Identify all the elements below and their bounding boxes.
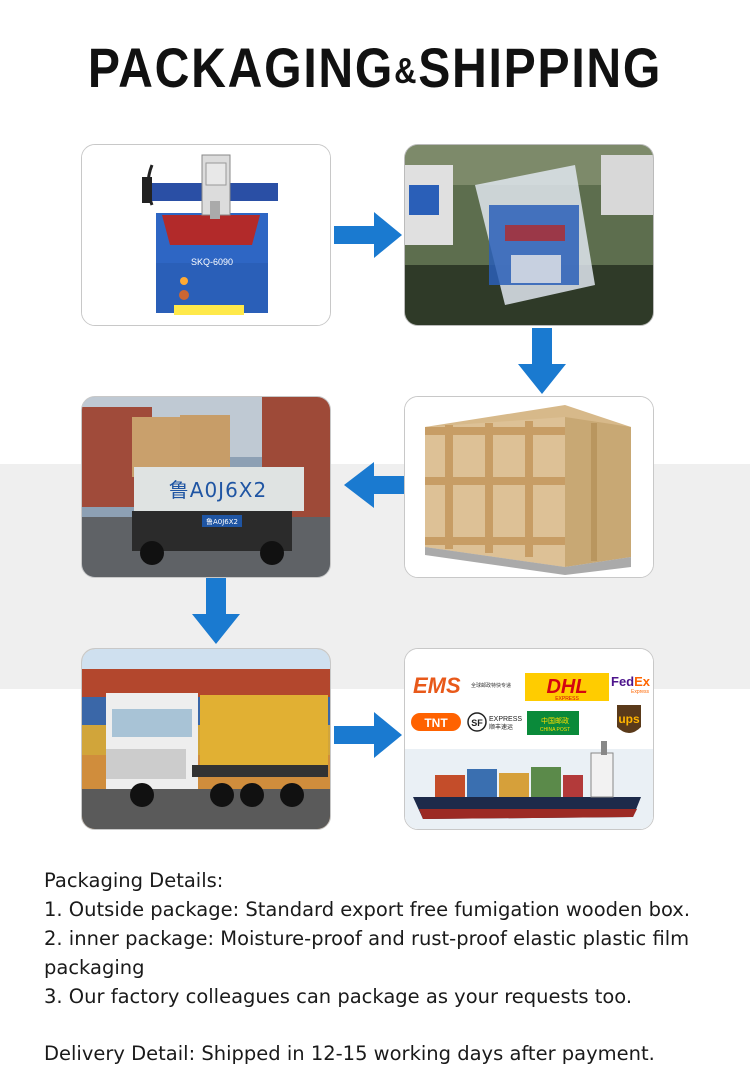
logo-ems: EMS (413, 673, 461, 698)
logo-ems-cn: 全球邮政特快专递 (471, 682, 511, 689)
delivery-text: : Shipped in 12-15 working days after pa… (188, 1042, 655, 1065)
logo-fedex-fed: Fed (611, 674, 634, 689)
photo-cnc-machine: SKQ-6090 (81, 144, 331, 326)
logo-dhl-sub: EXPRESS (555, 696, 579, 702)
photo-wrapped-machine (404, 144, 654, 326)
packaging-item-1: 1. Outside package: Standard export free… (44, 898, 691, 921)
photo-couriers-ship: EMS 全球邮政特快专递 DHL EXPRESS FedEx Express T… (404, 648, 654, 830)
logo-tnt: TNT (424, 716, 448, 730)
machine-label: SKQ-6090 (191, 257, 233, 267)
packaging-details: Packaging Details: 1. Outside package: S… (44, 866, 724, 1068)
page-title: PACKAGING&SHIPPING (87, 36, 663, 99)
logo-fedex-sub: Express (631, 689, 650, 695)
truck-plate-big: 鲁A0J6X2 (169, 478, 267, 502)
arrow-down-2 (190, 578, 242, 644)
packaging-item-3: 3. Our factory colleagues can package as… (44, 985, 633, 1008)
logo-ups: ups (618, 712, 640, 726)
photo-truck-crates: 鲁A0J6X2 鲁A0J6X2 (81, 396, 331, 578)
logo-sf: SF (471, 718, 483, 728)
arrow-down-1 (516, 328, 568, 394)
logo-fedex-ex: Ex (634, 674, 651, 689)
packaging-label: Packaging Details (44, 869, 217, 892)
logo-chinapost-cn: 中国邮政 (541, 716, 569, 725)
svg-text:FedEx: FedEx (611, 674, 651, 689)
logo-sf-cn: 顺丰速运 (489, 723, 513, 731)
arrow-right-1 (334, 210, 402, 260)
photo-wooden-crate (404, 396, 654, 578)
logo-chinapost-en: CHINA POST (540, 727, 570, 733)
delivery-label: Delivery Detail (44, 1042, 189, 1065)
arrow-right-2 (334, 710, 402, 760)
truck-plate-small: 鲁A0J6X2 (206, 517, 238, 526)
logo-dhl: DHL (546, 676, 587, 698)
photo-container-truck (81, 648, 331, 830)
packaging-item-2: 2. inner package: Moisture-proof and rus… (44, 927, 690, 979)
delivery-detail: Delivery Detail: Shipped in 12-15 workin… (44, 1039, 724, 1068)
packaging-heading: Packaging Details: (44, 869, 224, 892)
arrow-left (344, 460, 404, 510)
logo-sf-en: EXPRESS (489, 716, 522, 723)
